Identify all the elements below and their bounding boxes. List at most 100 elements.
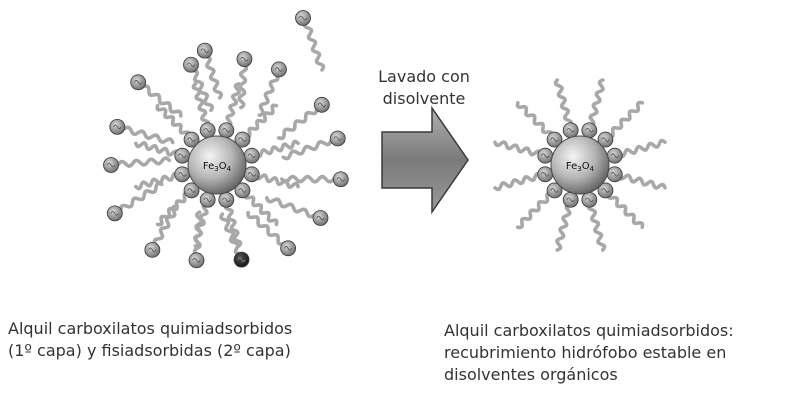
carboxylate-head-icon bbox=[243, 166, 260, 183]
carboxylate-head-icon bbox=[313, 96, 330, 113]
physisorbed-alkyl-chain bbox=[219, 212, 245, 262]
alkyl-chain bbox=[155, 191, 191, 227]
carboxylate-head-icon bbox=[581, 122, 598, 139]
physisorbed-alkyl-chain bbox=[276, 102, 324, 141]
carboxylate-head-icon bbox=[188, 252, 205, 269]
carboxylate-head-icon bbox=[329, 130, 346, 147]
alkyl-chain bbox=[617, 138, 667, 159]
arrow-label-line1: Lavado con bbox=[378, 67, 470, 86]
physisorbed-alkyl-chain bbox=[113, 181, 164, 216]
alkyl-chain bbox=[606, 191, 645, 229]
process-arrow bbox=[381, 105, 469, 215]
physisorbed-alkyl-chain bbox=[136, 80, 183, 118]
physisorbed-alkyl-chain bbox=[115, 125, 175, 145]
right-nanoparticle: Fe3O4 bbox=[493, 78, 667, 252]
physisorbed-alkyl-chain bbox=[187, 62, 215, 113]
alkyl-chain bbox=[223, 202, 243, 248]
carboxylate-head-icon bbox=[183, 182, 200, 199]
left-caption: Alquil carboxilatos quimiadsorbidos (1º … bbox=[8, 318, 292, 362]
alkyl-chain bbox=[254, 139, 300, 159]
alkyl-chain bbox=[254, 173, 300, 190]
alkyl-chain bbox=[516, 191, 554, 230]
carboxylate-head-icon bbox=[562, 191, 579, 208]
carboxylate-head-icon bbox=[130, 74, 147, 91]
carboxylate-head-icon bbox=[606, 147, 623, 164]
alkyl-chain bbox=[134, 171, 180, 191]
carboxylate-head-icon bbox=[295, 10, 311, 26]
carboxylate-head-icon bbox=[183, 56, 199, 73]
carboxylate-head-icon bbox=[199, 122, 216, 139]
alkyl-chain bbox=[243, 103, 279, 139]
carboxylate-head-icon bbox=[597, 131, 614, 148]
physisorbed-alkyl-chain bbox=[246, 210, 290, 251]
alkyl-chain bbox=[493, 140, 543, 157]
left-core-sphere bbox=[187, 135, 247, 195]
carboxylate-head-icon bbox=[312, 210, 329, 226]
carboxylate-head-icon bbox=[546, 131, 563, 148]
right-caption-line3: disolventes orgánicos bbox=[444, 365, 618, 384]
left-chemisorbed-layer bbox=[134, 82, 300, 248]
carboxylate-head-icon bbox=[174, 166, 191, 183]
left-core-label: Fe3O4 bbox=[203, 161, 232, 173]
carboxylate-head-icon bbox=[218, 191, 235, 208]
carboxylate-head-icon bbox=[234, 131, 251, 148]
alkyl-chain bbox=[606, 100, 644, 139]
physisorbed-alkyl-chain bbox=[265, 196, 323, 220]
right-caption-line2: recubrimiento hidrófobo estable en bbox=[444, 343, 727, 362]
physisorbed-alkyl-chain bbox=[201, 48, 224, 100]
carboxylate-head-icon bbox=[606, 166, 623, 183]
carboxylate-head-icon bbox=[196, 42, 213, 59]
alkyl-chain bbox=[586, 202, 607, 252]
left-caption-line2: (1º capa) y fisiadsorbidas (2º capa) bbox=[8, 341, 291, 360]
physisorbed-alkyl-chain bbox=[280, 174, 343, 184]
alkyl-chain bbox=[192, 202, 209, 248]
free-alkyl-chain bbox=[302, 20, 326, 72]
left-caption-line1: Alquil carboxilatos quimiadsorbidos bbox=[8, 319, 293, 338]
carboxylate-head-icon bbox=[144, 241, 161, 258]
carboxylate-head-icon bbox=[183, 131, 200, 148]
alkyl-chain bbox=[243, 191, 279, 227]
alkyl-chain bbox=[191, 82, 211, 128]
carboxylate-head-icon bbox=[280, 240, 297, 257]
physisorbed-alkyl-chain bbox=[237, 57, 249, 110]
right-caption-line1: Alquil carboxilatos quimiadsorbidos: bbox=[444, 321, 734, 340]
right-core-sphere bbox=[550, 135, 610, 195]
carboxylate-head-icon bbox=[271, 61, 287, 78]
physisorbed-alkyl-chain bbox=[150, 204, 179, 252]
alkyl-chain bbox=[553, 78, 574, 128]
right-caption: Alquil carboxilatos quimiadsorbidos: rec… bbox=[444, 320, 734, 386]
left-physisorbed-layer bbox=[103, 10, 349, 269]
carboxylate-head-icon bbox=[236, 51, 253, 68]
carboxylate-head-icon bbox=[597, 182, 614, 199]
alkyl-chain bbox=[155, 103, 191, 139]
carboxylate-head-icon bbox=[218, 122, 235, 139]
carboxylate-head-icon bbox=[174, 147, 191, 164]
alkyl-chain bbox=[134, 140, 180, 157]
alkyl-chain bbox=[515, 101, 554, 139]
carboxylate-head-icon bbox=[581, 191, 598, 208]
right-arrow-icon bbox=[381, 105, 469, 215]
physisorbed-alkyl-chain bbox=[281, 135, 340, 161]
alkyl-chain bbox=[588, 78, 605, 128]
carboxylate-head-icon bbox=[199, 191, 216, 208]
carboxylate-head-icon bbox=[537, 147, 554, 164]
left-nanoparticle: Fe3O4 bbox=[103, 10, 349, 269]
carboxylate-head-icon bbox=[103, 157, 119, 173]
arrow-label-line2: disolvente bbox=[382, 89, 466, 108]
carboxylate-head-icon bbox=[234, 182, 251, 199]
carboxylate-head-icon bbox=[109, 118, 126, 135]
physisorbed-alkyl-chain bbox=[257, 67, 281, 117]
carboxylate-head-icon bbox=[332, 171, 349, 188]
physisorbed-alkyl-chain bbox=[109, 156, 172, 170]
arrow-label: Lavado con disolvente bbox=[368, 66, 480, 110]
carboxylate-head-icon bbox=[537, 166, 554, 183]
carboxylate-head-icon bbox=[243, 147, 260, 164]
carboxylate-head-icon bbox=[546, 182, 563, 199]
carboxylate-head-icon bbox=[562, 122, 579, 139]
right-core-label: Fe3O4 bbox=[566, 161, 595, 173]
alkyl-chain bbox=[555, 202, 572, 252]
carboxylate-head-icon bbox=[106, 205, 123, 222]
right-chemisorbed-layer bbox=[493, 78, 667, 252]
alkyl-chain bbox=[225, 82, 242, 128]
